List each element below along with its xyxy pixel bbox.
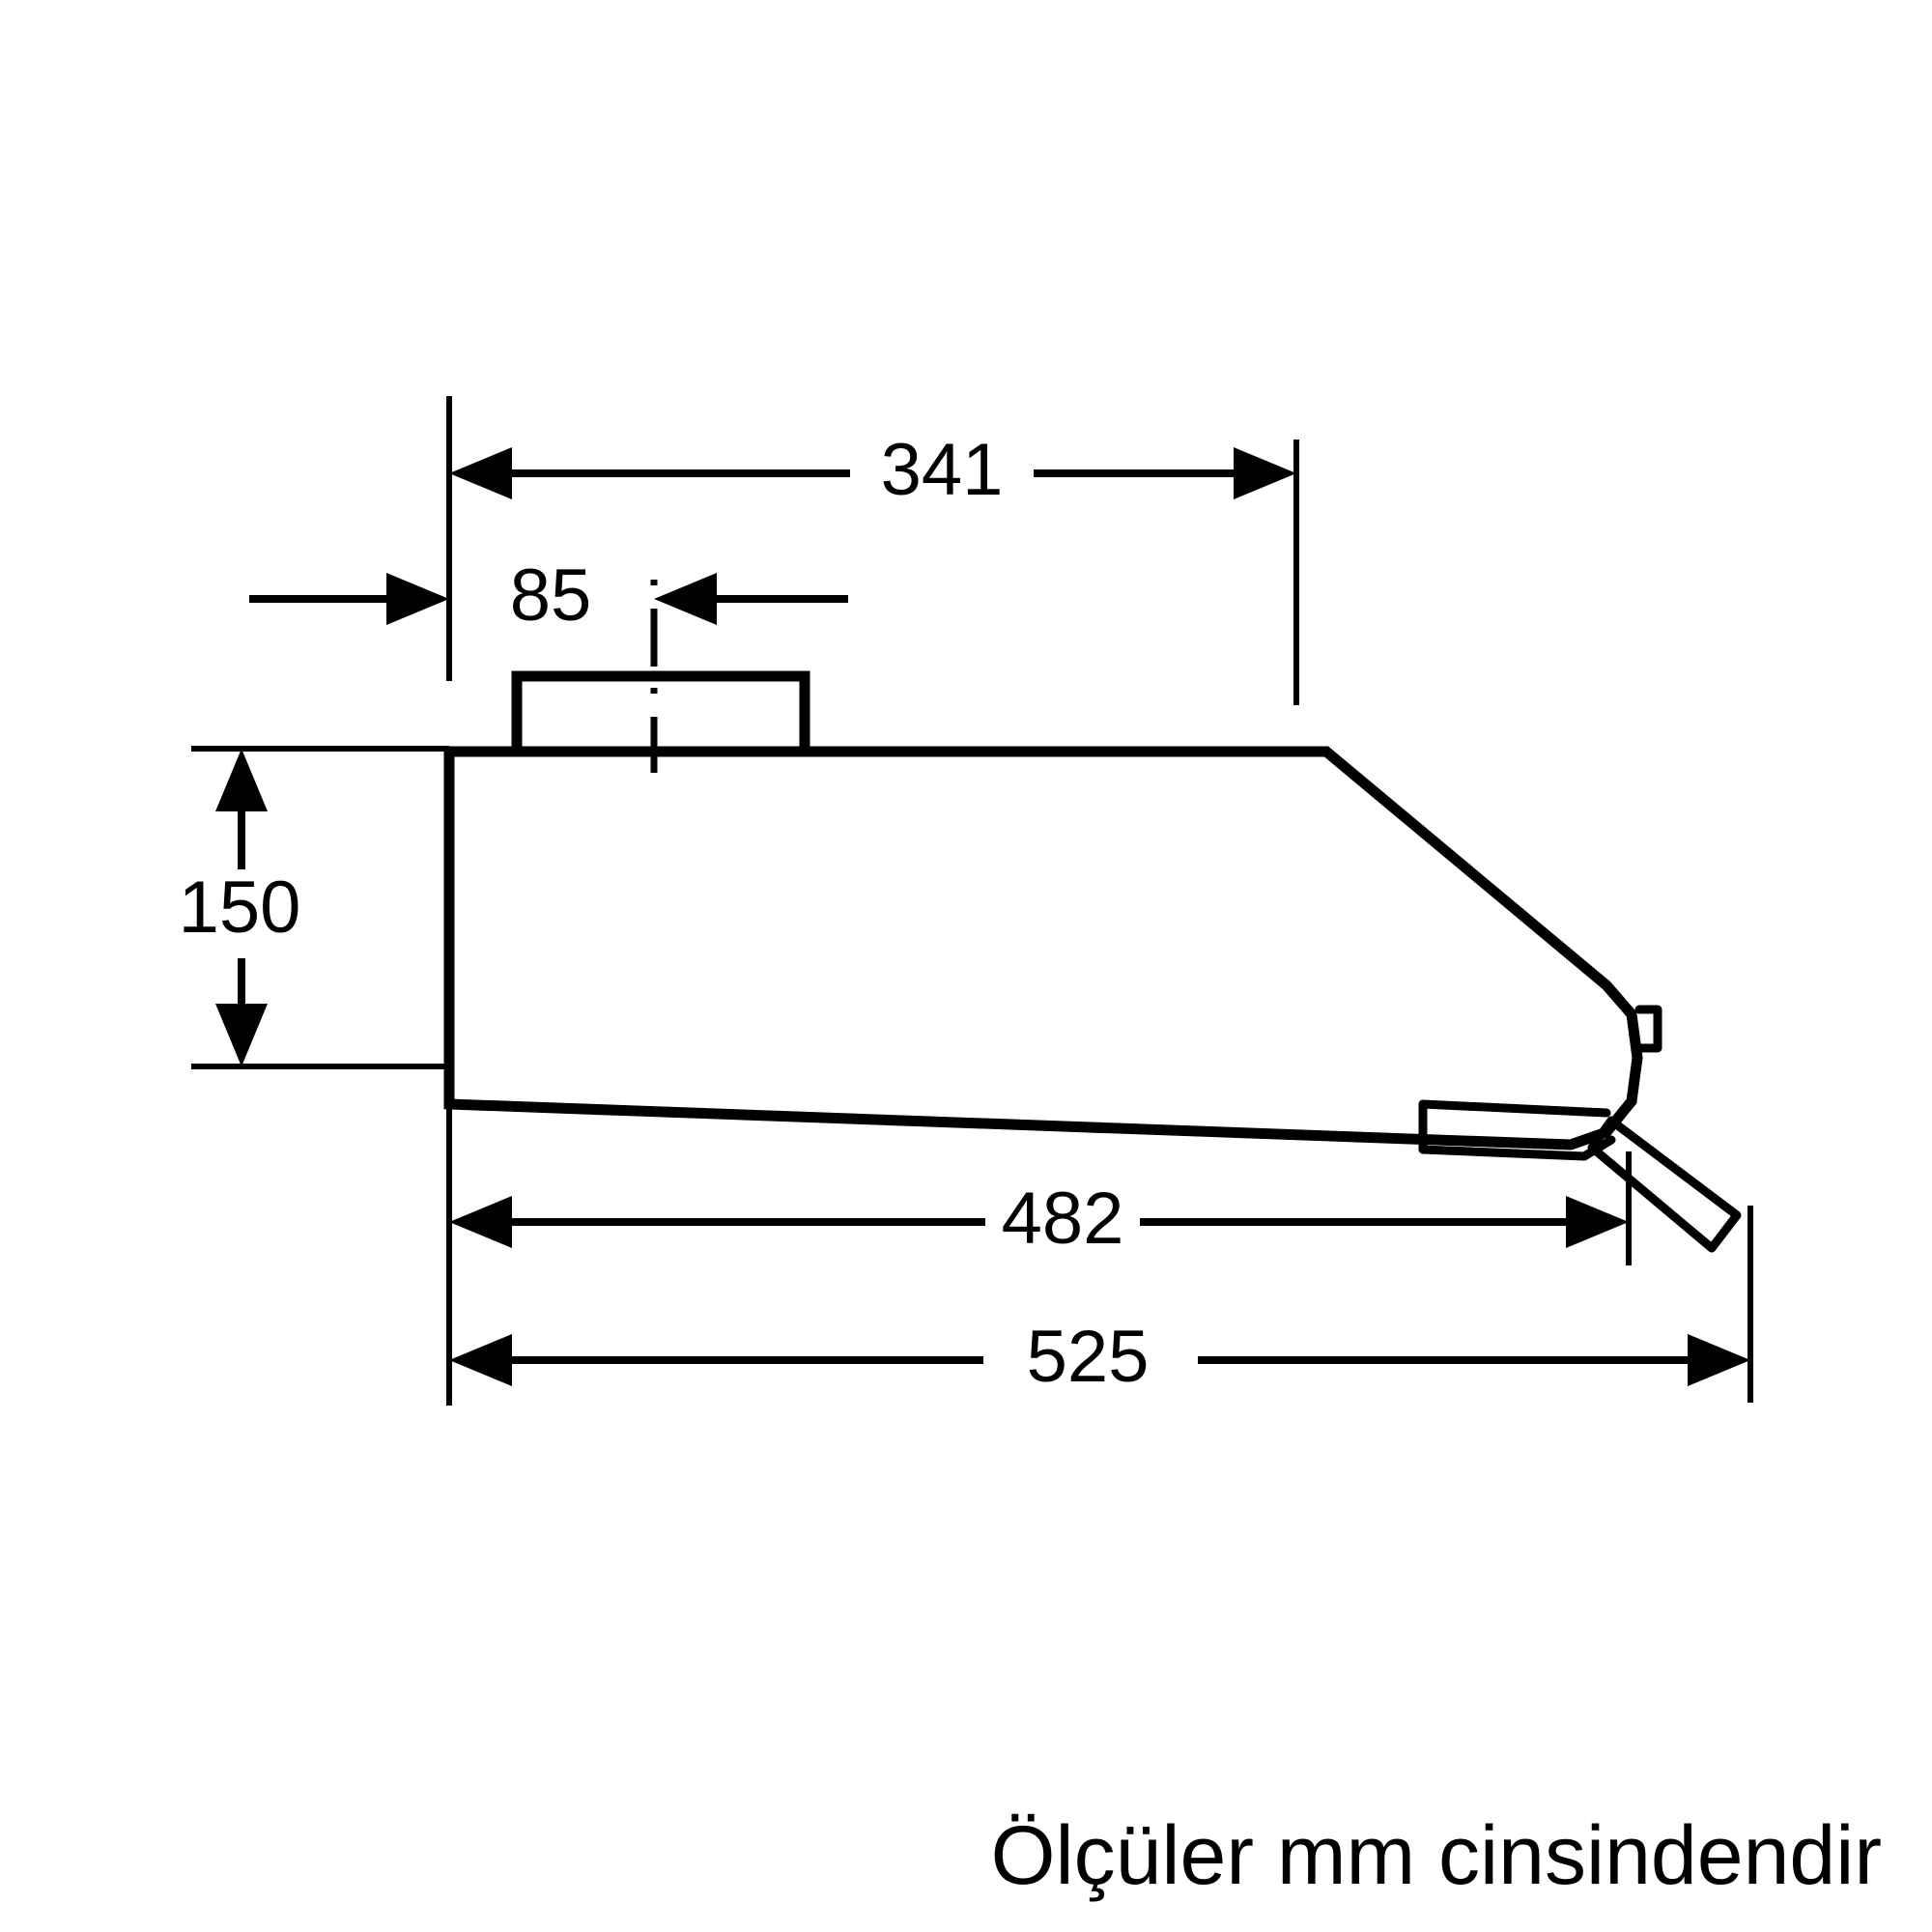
filter-drawer-top-edge (1418, 1099, 1611, 1118)
hood-main-profile (443, 746, 1643, 1151)
dim-label-341: 341 (881, 429, 1004, 511)
dimension-525: 525 (449, 1316, 1750, 1398)
arrow-head-341-left (449, 447, 512, 499)
extension-lines (191, 396, 1753, 1406)
arrow-head-525-right (1688, 1334, 1750, 1386)
dimension-482: 482 (449, 1178, 1629, 1260)
arrow-head-85-left (386, 573, 449, 625)
dim-label-482: 482 (1002, 1178, 1124, 1260)
arrow-head-482-left (449, 1196, 512, 1248)
dimension-85: 85 (249, 554, 848, 637)
arrow-head-482-right (1566, 1196, 1629, 1248)
arrow-head-150-top (215, 749, 268, 811)
dim-label-150: 150 (179, 867, 301, 949)
pull-out-handle (1587, 1116, 1742, 1253)
arrow-head-85-right (654, 573, 717, 625)
dim-label-85: 85 (510, 554, 592, 637)
chimney-collar-outline (511, 670, 810, 752)
dimension-341: 341 (449, 429, 1296, 511)
hood-body-outline (443, 670, 1742, 1253)
arrow-head-150-bottom (215, 1004, 268, 1066)
arrow-head-525-left (449, 1334, 512, 1386)
dimension-150: 150 (179, 749, 301, 1066)
arrow-head-341-right (1234, 447, 1296, 499)
dim-label-525: 525 (1027, 1316, 1150, 1398)
units-note: Ölçüler mm cinsindendir (991, 1809, 1882, 1902)
control-knob-tab-icon (1634, 1005, 1662, 1053)
